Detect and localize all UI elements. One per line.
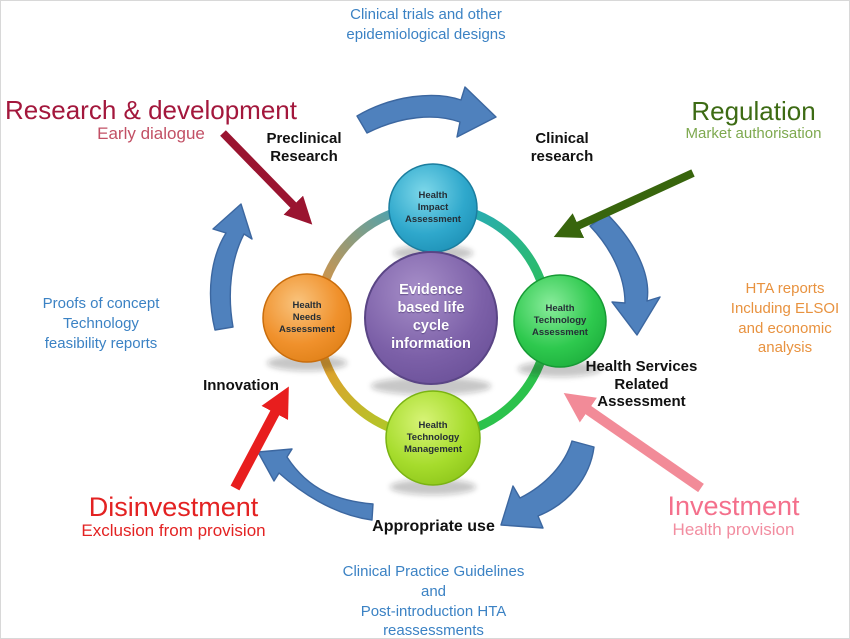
label-regulation: Regulation Market authorisation bbox=[651, 96, 849, 143]
stage-health-services-related-assessment: Health Services Related Assessment bbox=[585, 358, 698, 411]
stage-innovation: Innovation bbox=[203, 377, 279, 394]
research-development-title: Research & development bbox=[5, 95, 297, 125]
stage-clinical-research: Clinical research bbox=[530, 130, 594, 165]
disinvestment-subtitle: Exclusion from provision bbox=[81, 521, 266, 541]
node-label-health-impact: Health Impact Assessment bbox=[405, 190, 461, 225]
node-shadows bbox=[267, 245, 602, 495]
node-label-health-technology-assessment: Health Technology Assessment bbox=[532, 303, 588, 338]
investment-arrow bbox=[563, 393, 704, 493]
node-label-health-needs: Health Needs Assessment bbox=[279, 300, 335, 335]
research-development-arrow bbox=[220, 130, 313, 225]
research-development-subtitle: Early dialogue bbox=[97, 124, 205, 144]
label-research-development: Research & development Early dialogue bbox=[1, 95, 301, 144]
regulation-title: Regulation bbox=[691, 96, 816, 126]
label-investment: Investment Health provision bbox=[631, 492, 836, 540]
caption-hta-reports: HTA reports Including ELSOI and economic… bbox=[730, 280, 840, 357]
node-label-evidence-center: Evidence based life cycle information bbox=[391, 282, 471, 353]
investment-subtitle: Health provision bbox=[672, 520, 795, 540]
node-health-technology-management bbox=[385, 390, 481, 486]
cycle-arrow-right bbox=[589, 213, 661, 336]
regulation-subtitle: Market authorisation bbox=[685, 125, 822, 143]
cycle-arrow-left bbox=[209, 203, 253, 331]
node-evidence-center bbox=[364, 251, 498, 385]
investment-title: Investment bbox=[667, 491, 800, 521]
node-health-technology-assessment bbox=[513, 274, 607, 368]
cycle-arrow-bottom-right bbox=[500, 440, 595, 529]
cycle-arrow-top bbox=[356, 86, 497, 138]
caption-clinical-practice-guidelines: Clinical Practice Guidelines and Post-in… bbox=[342, 563, 525, 639]
caption-clinical-trials: Clinical trials and other epidemiologica… bbox=[346, 6, 506, 43]
regulation-arrow bbox=[553, 169, 695, 238]
stage-appropriate-use: Appropriate use bbox=[372, 518, 495, 535]
cycle-arrow-bottom-left bbox=[257, 448, 374, 521]
label-disinvestment: Disinvestment Exclusion from provision bbox=[41, 493, 306, 541]
stage-preclinical-research: Preclinical Research bbox=[266, 130, 342, 165]
node-health-needs-assessment bbox=[262, 273, 352, 363]
node-label-health-technology-management: Health Technology Management bbox=[403, 420, 463, 455]
disinvestment-arrow bbox=[230, 386, 289, 491]
caption-proofs-of-concept: Proofs of concept Technology feasibility… bbox=[42, 295, 160, 352]
disinvestment-title: Disinvestment bbox=[88, 492, 259, 522]
